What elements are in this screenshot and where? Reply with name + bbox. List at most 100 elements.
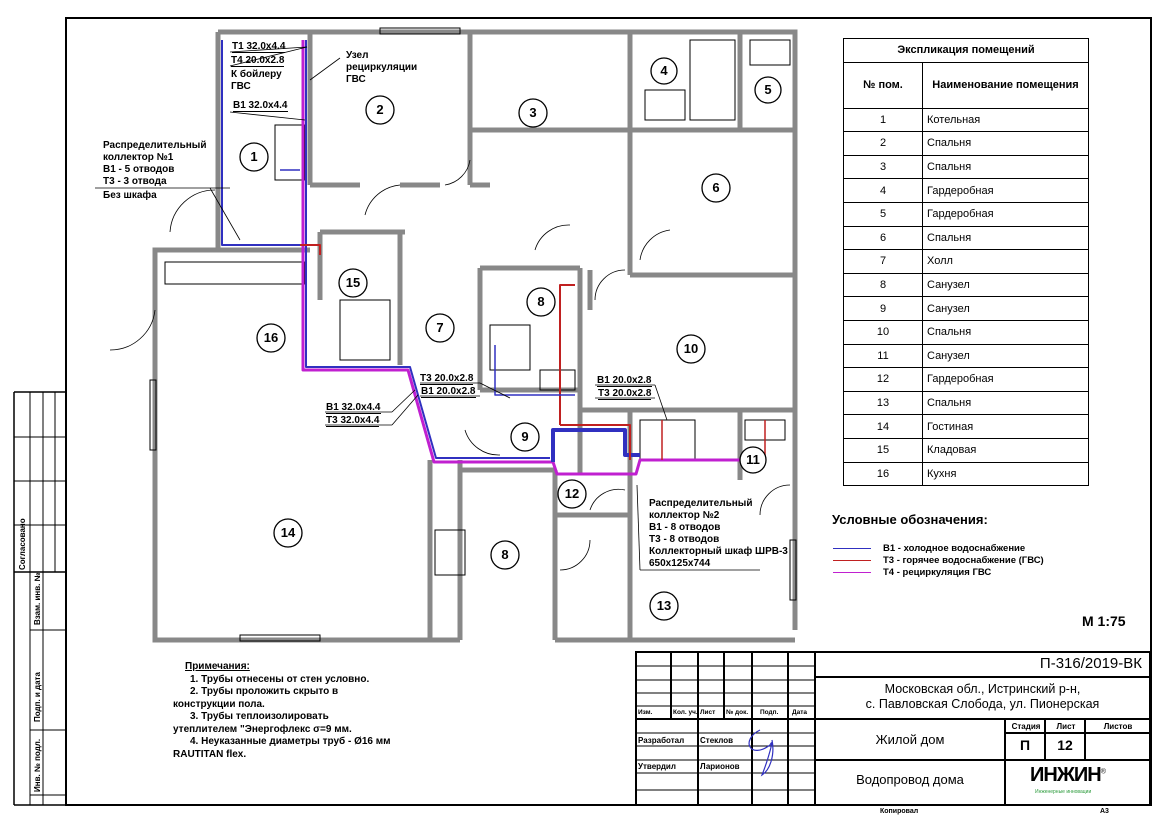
logo-subtitle: Инженерные инновации (1035, 789, 1092, 795)
room-number-cell: 5 (843, 201, 923, 227)
note-line: 1. Трубы отнесены от стен условно. (190, 673, 370, 685)
pipe-label-t3-32: Т3 32.0x4.4 (326, 415, 380, 427)
legend-label: Т3 - горячее водоснабжение (ГВС) (883, 555, 1044, 566)
room-name-cell: Спальня (922, 154, 1089, 180)
collector1-line2: коллектор №1 (103, 152, 174, 163)
room-name-cell: Санузел (922, 343, 1089, 369)
signature (748, 729, 774, 777)
collector2-line3: В1 - 8 отводов (649, 522, 721, 533)
room-number: 15 (345, 275, 361, 290)
room-name-cell: Кухня (922, 461, 1089, 487)
room-number-cell: 11 (843, 343, 923, 369)
format-label: А3 (1100, 808, 1109, 815)
legend-item-b1: В1 - холодное водоснабжение (833, 543, 1025, 554)
room-number: 12 (564, 486, 580, 501)
pipe-label-b1-20-b: В1 20.0x2.8 (597, 375, 652, 387)
collector2-line6: 650x125x744 (649, 558, 711, 569)
room-name-cell: Санузел (922, 272, 1089, 298)
developed-label: Разработал (638, 736, 685, 745)
legend-swatch (833, 559, 871, 562)
stage-value: П (1019, 737, 1031, 753)
side-agreed: Согласовано (18, 518, 27, 570)
room-number: 4 (660, 63, 668, 78)
boiler-label-line1: К бойлеру (231, 69, 282, 80)
approved-label: Утвердил (638, 762, 676, 771)
room-number: 1 (250, 149, 258, 164)
col-sign: Подп. (760, 709, 779, 716)
room-number: 5 (764, 82, 772, 97)
room-number-cell: 15 (843, 437, 923, 463)
room-number: 16 (263, 330, 279, 345)
note-line: 2. Трубы проложить скрыто в (190, 686, 339, 697)
boiler-label-line2: ГВС (231, 81, 251, 92)
room-number: 3 (529, 105, 537, 120)
address-line: Московская обл., Истринский р-н, (884, 682, 1081, 696)
pipe-label-t3-20-b: Т3 20.0x2.8 (598, 388, 652, 400)
notes-title: Примечания: (185, 661, 250, 672)
notes: Примечания: 1. Трубы отнесены от стен ус… (173, 661, 391, 761)
collector2-line2: коллектор №2 (649, 510, 720, 521)
sheet-value: 12 (1057, 737, 1073, 753)
logo-text: ИНЖИН (1030, 764, 1102, 786)
room-name-cell: Гардеробная (922, 367, 1089, 392)
walls (152, 29, 798, 643)
pipe-label-t3-20-a: Т3 20.0x2.8 (420, 373, 474, 385)
room-name-cell: Гардеробная (922, 178, 1089, 203)
col-izm: Изм. (638, 709, 653, 716)
document-code: П-316/2019-ВК (1039, 655, 1142, 672)
collector2-line5: Коллекторный шкаф ШРВ-3 (649, 546, 788, 557)
room-number-cell: 4 (843, 178, 923, 203)
col-name-header: Наименование помещения (922, 61, 1089, 109)
recirc-node-line1: Узел (346, 50, 369, 61)
collector2-line1: Распределительный (649, 498, 753, 509)
scale-label: М 1:75 (1082, 613, 1126, 629)
object-name: Жилой дом (875, 732, 945, 747)
sheet-title: Водопровод дома (856, 772, 964, 787)
company-logo: ИНЖИН® (1030, 764, 1106, 786)
col-kol: Кол. уч. (673, 709, 698, 716)
room-number: 8 (501, 547, 509, 562)
room-number: 9 (521, 429, 529, 444)
col-number-header: № пом. (843, 61, 923, 109)
room-name-cell: Кладовая (922, 437, 1089, 463)
developed-name: Стеклов (700, 736, 734, 745)
sheets-label: Листов (1103, 722, 1133, 731)
room-number-cell: 16 (843, 461, 923, 487)
collector1-line1: Распределительный (103, 140, 207, 151)
approved-name: Ларионов (700, 762, 740, 771)
room-number-cell: 7 (843, 249, 923, 274)
room-number-cell: 8 (843, 272, 923, 298)
collector1-line3: В1 - 5 отводов (103, 164, 175, 175)
side-inv-replace: Взам. инв. № (33, 572, 42, 626)
room-number-cell: 3 (843, 154, 923, 180)
col-date: Дата (792, 709, 808, 716)
collector2-line4: Т3 - 8 отводов (649, 534, 720, 545)
room-number: 14 (280, 525, 296, 540)
room-number-cell: 13 (843, 390, 923, 416)
room-name-cell: Санузел (922, 296, 1089, 321)
room-name-cell: Спальня (922, 131, 1089, 156)
legend-label: В1 - холодное водоснабжение (883, 543, 1026, 554)
room-number-cell: 2 (843, 131, 923, 156)
pipe-label-t4: Т4 20.0x2.8 (231, 55, 285, 67)
address-line: с. Павловская Слобода, ул. Пионерская (865, 697, 1100, 711)
room-number: 2 (376, 102, 384, 117)
side-sign-date: Подп. и дата (33, 672, 42, 722)
room-explication-table: Экспликация помещений № пом.Наименование… (843, 38, 1089, 487)
note-line: 3. Трубы теплоизолировать (190, 711, 329, 722)
pipe-label-t1: Т1 32.0x4.4 (232, 41, 286, 53)
pipe-label-b1-32: В1 32.0x4.4 (326, 402, 381, 414)
